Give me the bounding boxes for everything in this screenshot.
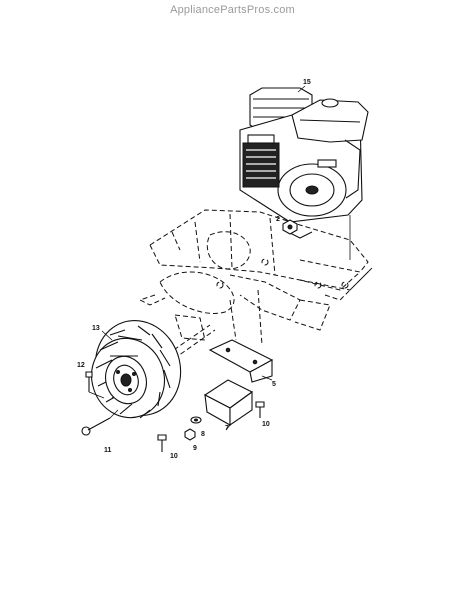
- bolt-part-12: [85, 371, 105, 399]
- wheel-tire-assembly: [91, 319, 182, 419]
- bolt-part-10-lower: [157, 434, 167, 452]
- engine-assembly: [239, 87, 369, 260]
- mounting-bracket-part-5: [208, 339, 274, 383]
- callout-13: 13: [92, 325, 100, 332]
- weight-block-part-7: [203, 379, 254, 431]
- callout-10-right: 10: [262, 421, 270, 428]
- callout-7: 7: [225, 425, 229, 432]
- callout-2: 2: [276, 216, 280, 223]
- callout-8: 8: [201, 431, 205, 438]
- site-watermark: AppliancePartsPros.com: [170, 4, 295, 16]
- callout-15: 15: [303, 79, 311, 86]
- callout-9: 9: [193, 445, 197, 452]
- nut-part-2: [282, 219, 298, 235]
- hitch-pin-part-11: [81, 409, 119, 436]
- washer-part-8: [190, 416, 202, 424]
- callout-10-lower: 10: [170, 453, 178, 460]
- callout-11: 11: [104, 447, 112, 454]
- nut-part-9: [184, 428, 196, 441]
- callout-12: 12: [77, 362, 85, 369]
- bolt-part-10-right: [255, 401, 265, 418]
- callout-5: 5: [272, 381, 276, 388]
